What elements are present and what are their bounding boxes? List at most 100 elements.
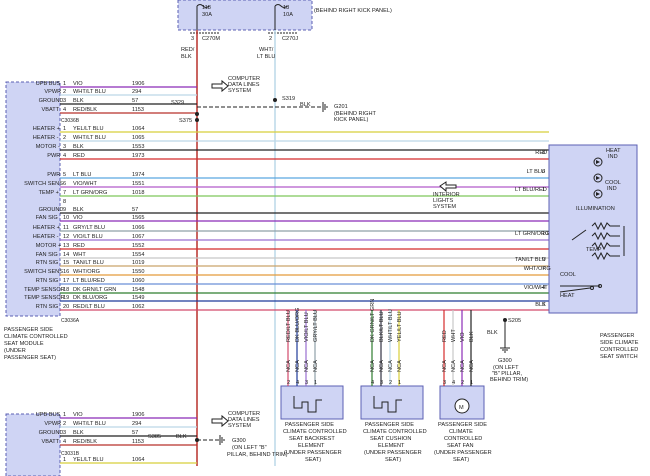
switch-wire-color: TAN/LT BLU: [515, 257, 546, 263]
module1-pin-name: RTN SIG: [36, 260, 59, 266]
conn-c270j: C270J: [282, 36, 298, 42]
seat-module-1: [5, 81, 61, 317]
module1-pin-name: SWITCH SENS: [24, 269, 63, 275]
switch-contacts-icon: [559, 284, 602, 293]
switch-pin-num: 10: [542, 231, 548, 237]
module1-circuit: 1906: [132, 81, 144, 87]
module1-circuit: 1548: [132, 287, 144, 293]
seat_fan-wire-color: RED: [442, 330, 448, 342]
module1-pin-num: 19: [63, 295, 69, 301]
fuse-118-num: 118: [202, 5, 211, 11]
svg-text:(UNDER: (UNDER: [4, 348, 26, 354]
module1-wire-color: LT BLU/RED: [73, 278, 105, 284]
splice-s319: S319: [282, 96, 295, 102]
switch-pin-num: 9: [542, 257, 545, 263]
cushion-nca: NCA: [397, 360, 403, 372]
feed-wire-red-label: RED/: [181, 47, 195, 53]
switch-pin-num: 1: [542, 187, 545, 193]
seat_fan-pin-num: 4: [452, 380, 455, 386]
module1-circuit: 1066: [132, 225, 144, 231]
module1-pin-num: 3: [63, 98, 66, 104]
module1-pin-name: FAN SIG: [36, 215, 58, 221]
svg-text:SYSTEM: SYSTEM: [433, 204, 456, 210]
module1-circuit: 1065: [132, 135, 144, 141]
seat_fan-wire-color: WHT: [451, 329, 457, 342]
svg-text:(UNDER PASSENGER: (UNDER PASSENGER: [434, 450, 492, 456]
svg-text:(UNDER PASSENGER: (UNDER PASSENGER: [284, 450, 342, 456]
cushion-wire-color: YEL/LT BLU: [397, 311, 403, 342]
svg-text:ELEMENT: ELEMENT: [378, 443, 405, 449]
feed-wire-red-label2: BLK: [181, 54, 192, 60]
cushion-pin-num: 2: [389, 380, 392, 386]
splice-s375: S375: [179, 118, 192, 124]
module2-circuit: 294: [132, 421, 141, 427]
backrest-wire-color: DK BLU/ORG: [295, 307, 301, 342]
switch-pin-num: 8: [542, 150, 545, 156]
fuse-18-icon: [274, 4, 288, 8]
module2-pin-name: GROUND: [39, 430, 64, 436]
svg-text:PASSENGER SIDE: PASSENGER SIDE: [438, 422, 487, 428]
fuse-box: (BEHIND RIGHT KICK PANEL) 118 30A 18 10A…: [177, 0, 392, 42]
module1-circuit: 1153: [132, 107, 144, 113]
svg-text:CONTROLLED: CONTROLLED: [444, 436, 482, 442]
backrest-pin-num: 4: [296, 380, 299, 386]
switch-pin-num: 5: [542, 302, 545, 308]
fan-motor-icon: M: [454, 398, 470, 414]
switch-wire-color: LT GRN/ORG: [515, 231, 549, 237]
splice-s205-wire: BLK: [487, 330, 498, 336]
svg-text:CONTROLLED: CONTROLLED: [600, 347, 638, 353]
conn-c270m: C270M: [202, 36, 220, 42]
heat-ind-label: HEAT: [606, 148, 621, 154]
fuse-18-num: 18: [283, 5, 289, 11]
module1-wire-color: BLK: [73, 207, 84, 213]
seat_fan-nca: NCA: [451, 360, 457, 372]
svg-text:DATA LINES: DATA LINES: [228, 417, 260, 423]
module1-circuit: 1974: [132, 172, 144, 178]
backrest-pin-num: 3: [305, 380, 308, 386]
module1-pin-row: 8: [63, 199, 66, 205]
module1-circuit: 1064: [132, 126, 144, 132]
module1-circuit: 1018: [132, 190, 144, 196]
cushion-pin-num: 1: [398, 380, 401, 386]
illumination-led-icon: [593, 189, 603, 199]
svg-text:PASSENGER SEAT): PASSENGER SEAT): [4, 355, 56, 361]
module2-pin-num: 2: [63, 421, 66, 427]
splice-s329: S329: [171, 100, 184, 106]
svg-text:"B" PILLAR,: "B" PILLAR,: [492, 371, 523, 377]
switch-pin-num: 4: [542, 285, 545, 291]
switch-wire-color: VIO/WHT: [524, 285, 549, 291]
seat_fan-nca: NCA: [460, 360, 466, 372]
splice-s319-dot: [273, 98, 277, 102]
conn-c3036b: C3036B: [61, 118, 80, 124]
svg-text:(ON LEFT "B": (ON LEFT "B": [232, 445, 267, 451]
illumination-label: ILLUMINATION: [576, 206, 615, 212]
module1-pin-num: 4: [63, 153, 66, 159]
module1-pin-name: GROUND: [39, 98, 64, 104]
module1-pin-num: 1: [63, 126, 66, 132]
module1-pin-num: 2: [63, 89, 66, 95]
module1-wire-color: RED: [73, 243, 85, 249]
module2-wire-color: YEL/LT BLU: [73, 457, 104, 463]
feed-wire-wht-label: WHT/: [259, 47, 274, 53]
cushion-nca: NCA: [388, 360, 394, 372]
